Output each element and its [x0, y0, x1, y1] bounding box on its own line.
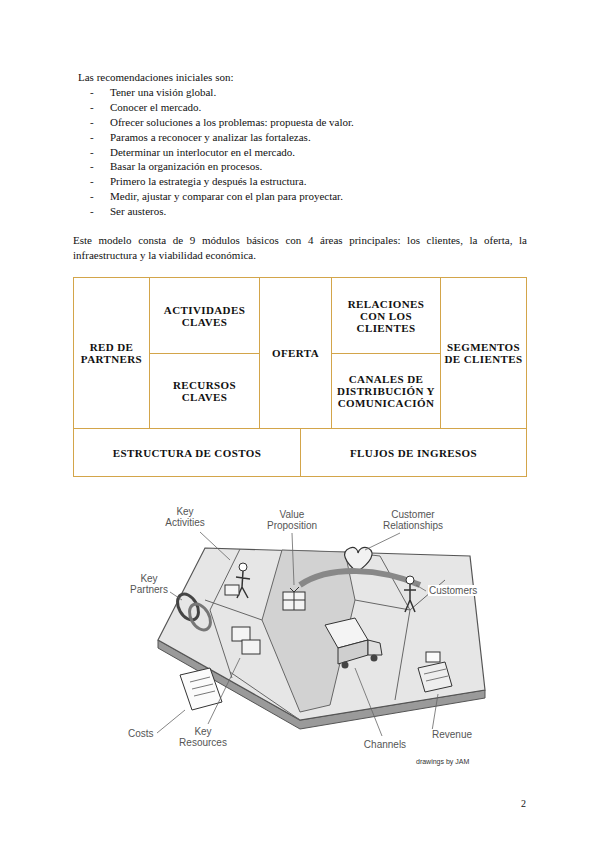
bullet-text: Medir, ajustar y comparar con el plan pa…: [110, 190, 343, 203]
canvas-cell: ESTRUCTURA DE COSTOS: [73, 428, 301, 477]
canvas-cell: SEGMENTOS DE CLIENTES: [440, 277, 527, 429]
cell-heading: RECURSOS CLAVES: [153, 379, 256, 403]
bullet-dash: -: [90, 190, 94, 203]
callout-label: Customer Relationships: [382, 509, 444, 531]
intro-line: Las recomendaciones iniciales son:: [78, 71, 233, 84]
bullet-text: Basar la organización en procesos.: [110, 160, 262, 173]
canvas-cell: CANALES DE DISTRIBUCIÓN Y COMUNICACIÓN: [331, 353, 441, 429]
cell-heading: RED DE PARTNERS: [77, 341, 146, 365]
bullet-dash: -: [90, 101, 94, 114]
callout-label: Value Proposition: [266, 509, 318, 531]
page-number: 2: [521, 797, 526, 810]
bullet-text: Paramos a reconocer y analizar las forta…: [110, 131, 311, 144]
callout-label: Key Resources: [178, 726, 228, 748]
canvas-cell: RED DE PARTNERS: [73, 277, 150, 429]
cell-heading: ACTIVIDADES CLAVES: [153, 304, 256, 328]
bullet-dash: -: [90, 116, 94, 129]
canvas-cell: FLUJOS DE INGRESOS: [300, 428, 527, 477]
callout-label: Key Activities: [164, 506, 205, 528]
callout-label: Key Partners: [129, 573, 169, 595]
cell-heading: CANALES DE DISTRIBUCIÓN Y COMUNICACIÓN: [335, 373, 437, 409]
cell-heading: SEGMENTOS DE CLIENTES: [444, 341, 523, 365]
bullet-dash: -: [90, 175, 94, 188]
bullet-dash: -: [90, 160, 94, 173]
cell-heading: OFERTA: [272, 347, 319, 359]
bullet-text: Ser austeros.: [110, 205, 166, 218]
callout-label: Customers: [428, 585, 478, 596]
canvas-cell: ACTIVIDADES CLAVES: [149, 277, 260, 354]
canvas-cell: RELACIONES CON LOS CLIENTES: [331, 277, 441, 354]
cell-heading: ESTRUCTURA DE COSTOS: [113, 447, 261, 459]
cell-heading: FLUJOS DE INGRESOS: [350, 447, 477, 459]
credit-note: drawings by JAM: [415, 756, 470, 767]
body-paragraph: Este modelo consta de 9 módulos básicos …: [73, 233, 527, 263]
bullet-text: Ofrecer soluciones a los problemas: prop…: [110, 116, 354, 129]
bullet-dash: -: [90, 146, 94, 159]
bullet-dash: -: [90, 131, 94, 144]
cell-heading: RELACIONES CON LOS CLIENTES: [335, 298, 437, 334]
callout-label: Costs: [127, 728, 155, 739]
bullet-text: Determinar un interlocutor en el mercado…: [110, 146, 295, 159]
callout-label: Channels: [363, 739, 407, 750]
bullet-text: Conocer el mercado.: [110, 101, 201, 114]
canvas-cell: RECURSOS CLAVES: [149, 353, 260, 429]
bullet-dash: -: [90, 205, 94, 218]
canvas-cell: OFERTA: [259, 277, 332, 429]
bullet-text: Tener una visión global.: [110, 86, 216, 99]
bullet-dash: -: [90, 86, 94, 99]
bullet-text: Primero la estrategia y después la estru…: [110, 175, 306, 188]
callout-label: Revenue: [431, 729, 473, 740]
